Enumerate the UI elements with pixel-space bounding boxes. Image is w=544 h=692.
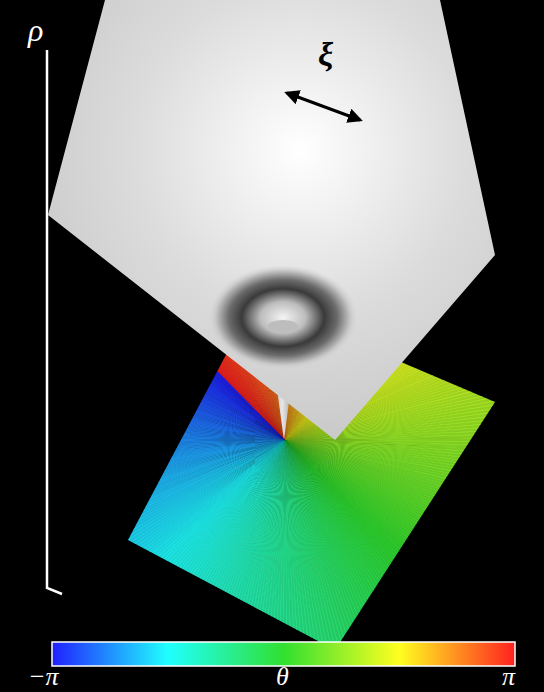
phase-wedge bbox=[0, 440, 285, 532]
phase-wedge bbox=[0, 440, 285, 489]
xi-label: ξ bbox=[318, 38, 333, 72]
pi-label: π bbox=[502, 664, 515, 690]
phase-wedge bbox=[0, 440, 285, 592]
healing-length-arrow bbox=[287, 93, 360, 120]
phase-wedge bbox=[0, 440, 285, 566]
phase-wedge bbox=[0, 440, 285, 575]
phase-wedge bbox=[0, 440, 285, 672]
phase-wedge bbox=[0, 440, 285, 541]
phase-wedge bbox=[0, 440, 285, 507]
phase-wedge bbox=[0, 440, 285, 463]
density-sheet bbox=[48, 0, 495, 440]
phase-wedge bbox=[0, 440, 285, 641]
phase-wedge bbox=[0, 440, 285, 664]
theta-label: θ bbox=[276, 664, 289, 690]
phase-wedge bbox=[0, 440, 285, 600]
phase-wedge bbox=[0, 440, 285, 524]
density-dip bbox=[208, 265, 358, 371]
minus-pi-label: −π bbox=[28, 664, 59, 690]
phase-wedge bbox=[0, 440, 285, 480]
phase-wedge bbox=[0, 440, 285, 616]
phase-wedge bbox=[0, 440, 285, 472]
phase-wedge bbox=[0, 440, 285, 498]
phase-wedge bbox=[0, 440, 285, 583]
phase-wedge bbox=[0, 440, 285, 454]
phase-wedge bbox=[0, 440, 285, 608]
phase-wedge bbox=[0, 440, 285, 515]
phase-wedge bbox=[0, 440, 285, 648]
phase-wedge bbox=[0, 440, 285, 633]
phase-wedge bbox=[0, 440, 285, 624]
phase-wedge bbox=[0, 440, 285, 549]
phase-wedge bbox=[0, 440, 285, 558]
phase-colorbar bbox=[52, 642, 515, 666]
rho-label: ρ bbox=[28, 14, 43, 46]
phase-wedge bbox=[0, 440, 285, 656]
core-opening bbox=[268, 320, 298, 332]
rho-axis bbox=[47, 50, 62, 594]
